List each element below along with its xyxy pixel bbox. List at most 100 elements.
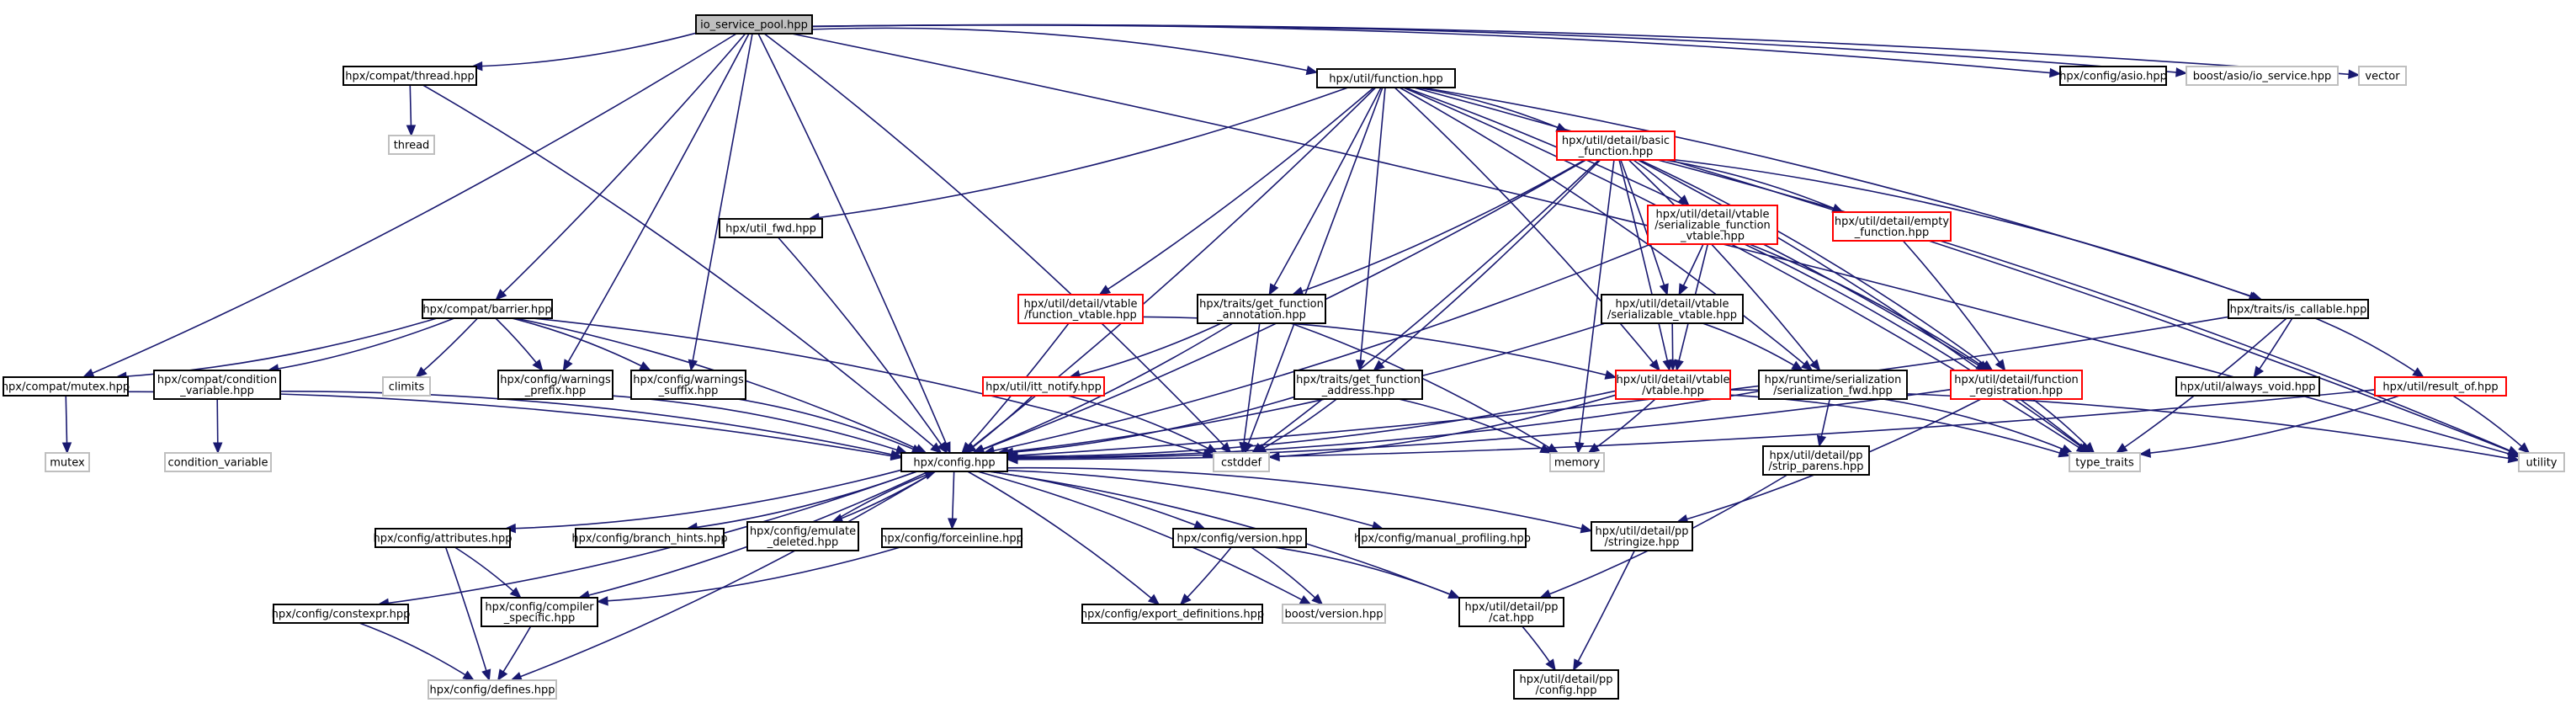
- arrowhead-function-to-ser_fwd: [1800, 359, 1814, 371]
- node-label-stringize: /stringize.hpp: [1604, 536, 1679, 549]
- node-export_defs[interactable]: hpx/config/export_definitions.hpp: [1081, 604, 1264, 624]
- node-fn_reg[interactable]: hpx/util/detail/function_registration.hp…: [1950, 370, 2083, 400]
- node-warn_prefix[interactable]: hpx/config/warnings_prefix.hpp: [497, 370, 613, 400]
- edge-empty_fn-to-fn_reg: [1902, 240, 2006, 371]
- node-box-boost_io: [2186, 66, 2339, 86]
- node-config[interactable]: hpx/config.hpp: [900, 452, 1008, 472]
- arrowhead-ser_fn_vt-to-ser_vt: [1678, 283, 1688, 296]
- node-version[interactable]: hpx/config/version.hpp: [1172, 528, 1307, 548]
- node-label-attributes: hpx/config/attributes.hpp: [373, 533, 512, 546]
- node-label-get_fn_addr: hpx/traits/get_function: [1296, 374, 1421, 386]
- node-label-compiler_spec: _specific.hpp: [503, 612, 576, 625]
- arrowhead-root-to-vector: [2348, 69, 2361, 79]
- node-strip_parens[interactable]: hpx/util/detail/pp/strip_parens.hpp: [1762, 445, 1870, 476]
- edge-function-to-get_fn_addr: [1358, 87, 1386, 371]
- node-manual_prof[interactable]: hpx/config/manual_profiling.hpp: [1354, 528, 1531, 548]
- node-boost_version: boost/version.hpp: [1282, 604, 1386, 624]
- node-box-attributes: [374, 528, 511, 548]
- edge-root-to-vector: [811, 24, 2360, 76]
- edge-ser_fn_vt-to-config: [983, 243, 1651, 454]
- arrowhead-config-to-boost_version: [1299, 595, 1312, 605]
- edge-basic_fn-to-fn_reg: [1639, 159, 1993, 371]
- edge-get_fn_ann-to-memory: [1290, 322, 1559, 454]
- node-result_of[interactable]: hpx/util/result_of.hpp: [2374, 376, 2507, 397]
- node-label-memory: memory: [1554, 457, 1601, 470]
- node-ser_vt[interactable]: hpx/util/detail/vtable/serializable_vtab…: [1601, 294, 1744, 324]
- arrowhead-ser_fn_vt-to-vtable: [1674, 359, 1684, 372]
- edge-ser_vt-to-ser_fwd: [1702, 322, 1803, 371]
- arrowhead-attributes-to-compiler_spec: [509, 587, 522, 599]
- node-box-compiler_spec: [481, 597, 598, 627]
- node-ser_fn_vt[interactable]: hpx/util/detail/vtable/serializable_func…: [1647, 205, 1778, 245]
- node-emulate_del[interactable]: hpx/config/emulate_deleted.hpp: [746, 521, 859, 551]
- edge-result_of-to-config: [1006, 389, 2376, 460]
- node-box-version: [1172, 528, 1307, 548]
- node-get_fn_addr[interactable]: hpx/traits/get_function_address.hpp: [1293, 370, 1423, 400]
- edge-config-to-manual_prof: [1006, 469, 1384, 530]
- edge-basic_fn-to-ser_fwd: [1628, 159, 1821, 371]
- node-attributes[interactable]: hpx/config/attributes.hpp: [373, 528, 513, 548]
- node-label-condition_variable: condition_variable: [167, 457, 268, 470]
- node-label-constexpr: hpx/config/constexpr.hpp: [272, 609, 411, 621]
- node-itt_notify[interactable]: hpx/util/itt_notify.hpp: [982, 376, 1105, 397]
- node-label-always_void: hpx/util/always_void.hpp: [2180, 381, 2315, 394]
- node-box-memory: [1549, 452, 1605, 472]
- node-compiler_spec[interactable]: hpx/config/compiler_specific.hpp: [481, 597, 598, 627]
- node-box-is_callable: [2228, 299, 2369, 319]
- edge-ser_fn_vt-to-fn_reg: [1749, 243, 1990, 371]
- node-barrier[interactable]: hpx/compat/barrier.hpp: [422, 299, 553, 319]
- node-always_void[interactable]: hpx/util/always_void.hpp: [2175, 376, 2320, 397]
- node-empty_fn[interactable]: hpx/util/detail/empty_function.hpp: [1832, 211, 1952, 242]
- node-label-cond_var: _variable.hpp: [179, 385, 254, 397]
- node-function[interactable]: hpx/util/function.hpp: [1316, 68, 1456, 88]
- node-is_callable[interactable]: hpx/traits/is_callable.hpp: [2228, 299, 2369, 319]
- node-fn_vtable[interactable]: hpx/util/detail/vtable/function_vtable.h…: [1017, 294, 1144, 324]
- node-thread[interactable]: hpx/compat/thread.hpp: [343, 66, 477, 86]
- node-label-root: io_service_pool.hpp: [700, 19, 808, 32]
- node-warn_suffix[interactable]: hpx/config/warnings_suffix.hpp: [630, 370, 746, 400]
- node-util_fwd[interactable]: hpx/util_fwd.hpp: [719, 218, 823, 238]
- node-box-strip_parens: [1762, 445, 1870, 476]
- edge-thread-to-config: [422, 84, 943, 454]
- node-basic_fn[interactable]: hpx/util/detail/basic_function.hpp: [1556, 130, 1676, 161]
- arrowhead-basic_fn-to-ser_fn_vt: [1677, 194, 1690, 206]
- node-label-warn_suffix: hpx/config/warnings: [633, 374, 744, 386]
- edge-root-to-asio: [811, 24, 2061, 75]
- edge-ser_fn_vt-to-type_traits: [1744, 243, 2090, 454]
- node-label-itt_notify: hpx/util/itt_notify.hpp: [985, 381, 1102, 394]
- node-root[interactable]: io_service_pool.hpp: [695, 14, 813, 35]
- node-vtable[interactable]: hpx/util/detail/vtable/vtable.hpp: [1615, 370, 1731, 400]
- node-mutex_hpp[interactable]: hpx/compat/mutex.hpp: [2, 376, 130, 397]
- node-cond_var[interactable]: hpx/compat/condition_variable.hpp: [153, 370, 281, 400]
- node-climits: climits: [382, 376, 431, 397]
- node-label-vtable: hpx/util/detail/vtable: [1616, 374, 1729, 386]
- arrowhead-is_callable-to-always_void: [2253, 365, 2265, 379]
- node-box-condition_variable: [164, 452, 272, 472]
- node-box-fn_reg: [1950, 370, 2083, 400]
- edge-fn_reg-to-config: [1006, 388, 1952, 460]
- arrowhead-result_of-to-config: [1006, 455, 1018, 465]
- arrowhead-ser_vt-to-vtable: [1667, 359, 1678, 372]
- node-constexpr[interactable]: hpx/config/constexpr.hpp: [272, 604, 411, 624]
- node-pp_config[interactable]: hpx/util/detail/pp/config.hpp: [1513, 669, 1619, 700]
- edge-config-to-export_defs: [967, 471, 1160, 605]
- node-label-asio: hpx/config/asio.hpp: [2059, 71, 2167, 83]
- node-label-warn_prefix: hpx/config/warnings: [500, 374, 611, 386]
- node-branch_hints[interactable]: hpx/config/branch_hints.hpp: [571, 528, 728, 548]
- node-cat[interactable]: hpx/util/detail/pp/cat.hpp: [1458, 597, 1564, 627]
- arrowhead-result_of-to-utility: [2518, 442, 2531, 454]
- node-get_fn_ann[interactable]: hpx/traits/get_function_annotation.hpp: [1197, 294, 1326, 324]
- node-label-get_fn_ann: hpx/traits/get_function: [1199, 298, 1324, 311]
- node-label-fn_vtable: hpx/util/detail/vtable: [1023, 298, 1137, 311]
- node-stringize[interactable]: hpx/util/detail/pp/stringize.hpp: [1591, 521, 1693, 551]
- node-ser_fwd[interactable]: hpx/runtime/serialization/serialization_…: [1758, 370, 1908, 400]
- node-label-ser_vt: /serializable_vtable.hpp: [1607, 309, 1737, 322]
- node-forceinline[interactable]: hpx/config/forceinline.hpp: [880, 528, 1023, 548]
- node-label-warn_prefix: _prefix.hpp: [524, 385, 587, 397]
- node-box-cat: [1458, 597, 1564, 627]
- arrowhead-config-to-export_defs: [1147, 594, 1161, 605]
- node-label-strip_parens: /strip_parens.hpp: [1768, 460, 1863, 473]
- node-label-branch_hints: hpx/config/branch_hints.hpp: [571, 533, 727, 546]
- node-asio[interactable]: hpx/config/asio.hpp: [2059, 66, 2167, 86]
